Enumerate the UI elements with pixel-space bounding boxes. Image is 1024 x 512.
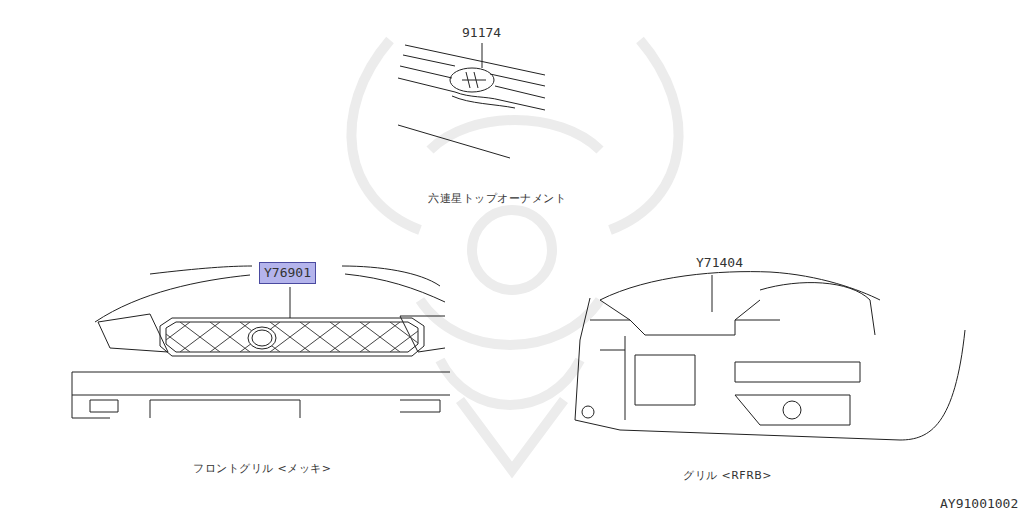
watermark-helmet <box>351 40 678 470</box>
callout-number: 91174 <box>462 25 501 41</box>
highlighted-callout-box: Y76901 <box>259 262 316 284</box>
part-name: フロントグリル <メッキ> <box>193 462 331 475</box>
car-front-rfrb-grille <box>575 272 965 440</box>
part-name: グリル <RFRB> <box>683 469 772 482</box>
part-name: 六連星トップオーナメント <box>428 192 566 205</box>
callout-number: Y71404 <box>696 255 743 271</box>
ornament-detail <box>398 43 545 158</box>
figure-code: AY91001002 <box>940 496 1018 512</box>
leader-line <box>482 43 483 68</box>
leader-line <box>712 275 713 312</box>
leader-line <box>290 287 291 318</box>
callout-number: Y76901 <box>264 265 311 281</box>
car-front-chrome-grille <box>72 266 450 418</box>
